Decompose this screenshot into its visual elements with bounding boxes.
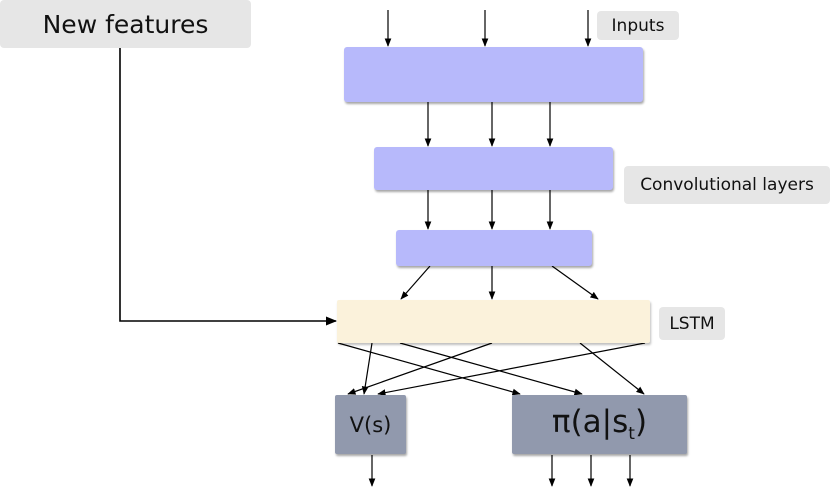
conv-layer-3 — [396, 230, 592, 266]
policy-main-text: π(a|s — [551, 404, 629, 441]
policy-subscript-text: t — [628, 424, 635, 445]
new-features-label: New features — [0, 0, 251, 48]
conv-layer-1 — [344, 47, 643, 102]
inputs-label: Inputs — [597, 11, 679, 40]
value-output-text: V(s) — [349, 412, 392, 437]
policy-output-text: π(a|st) — [552, 404, 647, 444]
lstm-layer — [337, 300, 650, 343]
policy-output-box: π(a|st) — [512, 395, 687, 454]
lstm-label: LSTM — [659, 307, 725, 340]
new-features-text: New features — [42, 9, 209, 39]
inputs-text: Inputs — [611, 15, 665, 36]
conv-layer-2 — [374, 147, 613, 190]
conv-layers-label: Convolutional layers — [624, 166, 830, 204]
lstm-text: LSTM — [669, 313, 715, 334]
policy-close-text: ) — [634, 404, 648, 441]
conv-layers-text: Convolutional layers — [640, 175, 814, 195]
value-output-box: V(s) — [335, 395, 406, 454]
